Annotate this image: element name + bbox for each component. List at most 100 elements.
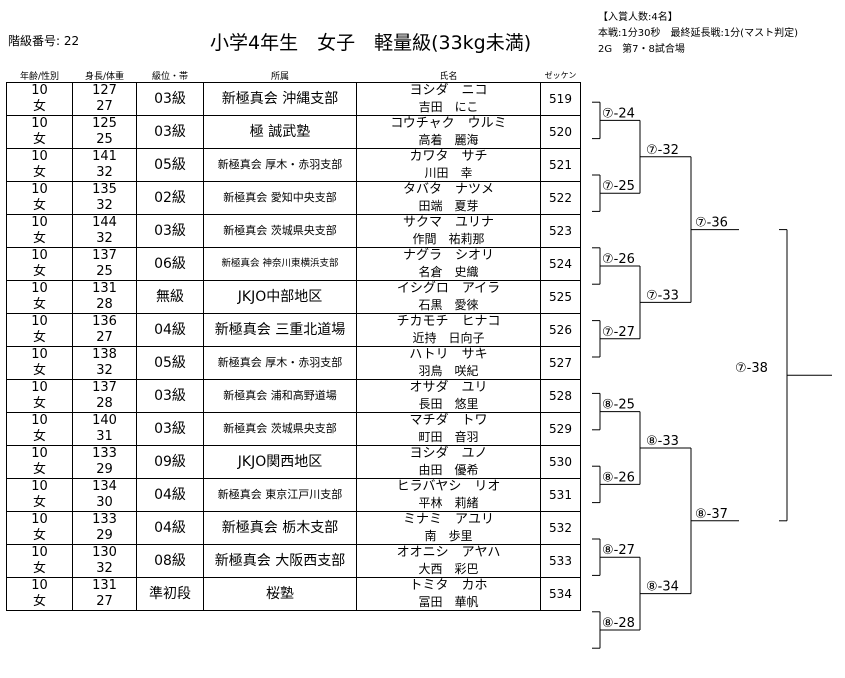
player-grade: 03級: [136, 379, 204, 413]
match-label: ⑦-27: [602, 325, 635, 340]
player-zekken: 534: [540, 577, 581, 611]
player-zekken: 525: [540, 280, 581, 314]
player-dojo: 新極真会 栃木支部: [203, 511, 357, 545]
player-weight: 27: [72, 594, 137, 611]
player-zekken: 527: [540, 346, 581, 380]
player-dojo: 新極真会 浦和高野道場: [203, 379, 357, 413]
match-label: ⑦-38: [735, 361, 768, 376]
player-zekken: 531: [540, 478, 581, 512]
player-height: 133: [72, 511, 137, 528]
player-name-kana: コウチャク ウルミ: [356, 115, 541, 132]
player-dojo: 新極真会 大阪西支部: [203, 544, 357, 578]
info-line: 本戦:1分30秒 最終延長戦:1分(マスト判定): [598, 28, 798, 39]
player-age: 10: [6, 247, 73, 264]
player-name-kana: ミナミ アユリ: [356, 511, 541, 528]
player-name-kanji: 羽鳥 咲紀: [356, 363, 541, 380]
player-name-kana: チカモチ ヒナコ: [356, 313, 541, 330]
player-age: 10: [6, 346, 73, 363]
player-name-kana: トミタ カホ: [356, 577, 541, 594]
player-age: 10: [6, 214, 73, 231]
player-zekken: 522: [540, 181, 581, 215]
player-name-kana: マチダ トワ: [356, 412, 541, 429]
match-label: ⑦-33: [646, 288, 679, 303]
match-label: ⑦-36: [695, 216, 728, 231]
player-age: 10: [6, 379, 73, 396]
player-height: 137: [72, 379, 137, 396]
player-zekken: 533: [540, 544, 581, 578]
match-label: ⑧-27: [602, 543, 635, 558]
player-dojo: 新極真会 三重北道場: [203, 313, 357, 347]
match-label: ⑦-25: [602, 179, 635, 194]
match-label: ⑧-25: [602, 398, 635, 413]
player-sex: 女: [6, 297, 73, 314]
player-grade: 無級: [136, 280, 204, 314]
class-number: 階級番号: 22: [8, 34, 80, 48]
player-grade: 03級: [136, 214, 204, 248]
player-dojo: JKJO中部地区: [203, 280, 357, 314]
info-line: 2G 第7・8試合場: [598, 44, 685, 55]
player-grade: 05級: [136, 148, 204, 182]
player-dojo: JKJO関西地区: [203, 445, 357, 479]
player-name-kana: オサダ ユリ: [356, 379, 541, 396]
player-name-kanji: 作間 祐莉那: [356, 231, 541, 248]
player-height: 131: [72, 280, 137, 297]
player-dojo: 新極真会 厚木・赤羽支部: [203, 148, 357, 182]
event-info: 【入賞人数:4名】 本戦:1分30秒 最終延長戦:1分(マスト判定) 2G 第7…: [598, 10, 798, 58]
match-label: ⑧-34: [646, 580, 679, 595]
header-height-weight: 身長/体重: [84, 71, 125, 82]
header-zekken: ゼッケン: [544, 70, 577, 80]
page-title: 小学4年生 女子 軽量級(33kg未満): [210, 32, 532, 54]
player-height: 136: [72, 313, 137, 330]
player-name-kana: イシグロ アイラ: [356, 280, 541, 297]
player-age: 10: [6, 445, 73, 462]
player-age: 10: [6, 280, 73, 297]
player-zekken: 529: [540, 412, 581, 446]
player-age: 10: [6, 478, 73, 495]
player-height: 135: [72, 181, 137, 198]
match-label: ⑧-37: [695, 507, 728, 522]
player-name-kana: オオニシ アヤハ: [356, 544, 541, 561]
header-name: 氏名: [439, 71, 458, 82]
player-name-kana: ヨシダ ユノ: [356, 445, 541, 462]
match-label: ⑧-26: [602, 470, 635, 485]
header-dojo: 所属: [270, 71, 289, 82]
header-age-sex: 年齢/性別: [19, 71, 60, 82]
match-label: ⑧-33: [646, 434, 679, 449]
player-age: 10: [6, 82, 73, 99]
player-sex: 女: [6, 594, 73, 611]
player-name-kana: ナグラ シオリ: [356, 247, 541, 264]
player-grade: 06級: [136, 247, 204, 281]
player-name-kana: ヨシダ ニコ: [356, 82, 541, 99]
player-height: 137: [72, 247, 137, 264]
player-height: 140: [72, 412, 137, 429]
player-zekken: 528: [540, 379, 581, 413]
player-height: 144: [72, 214, 137, 231]
player-name-kana: ヒラバヤシ リオ: [356, 478, 541, 495]
player-zekken: 532: [540, 511, 581, 545]
player-zekken: 523: [540, 214, 581, 248]
player-height: 141: [72, 148, 137, 165]
player-zekken: 519: [540, 82, 581, 116]
player-dojo: 桜塾: [203, 577, 357, 611]
